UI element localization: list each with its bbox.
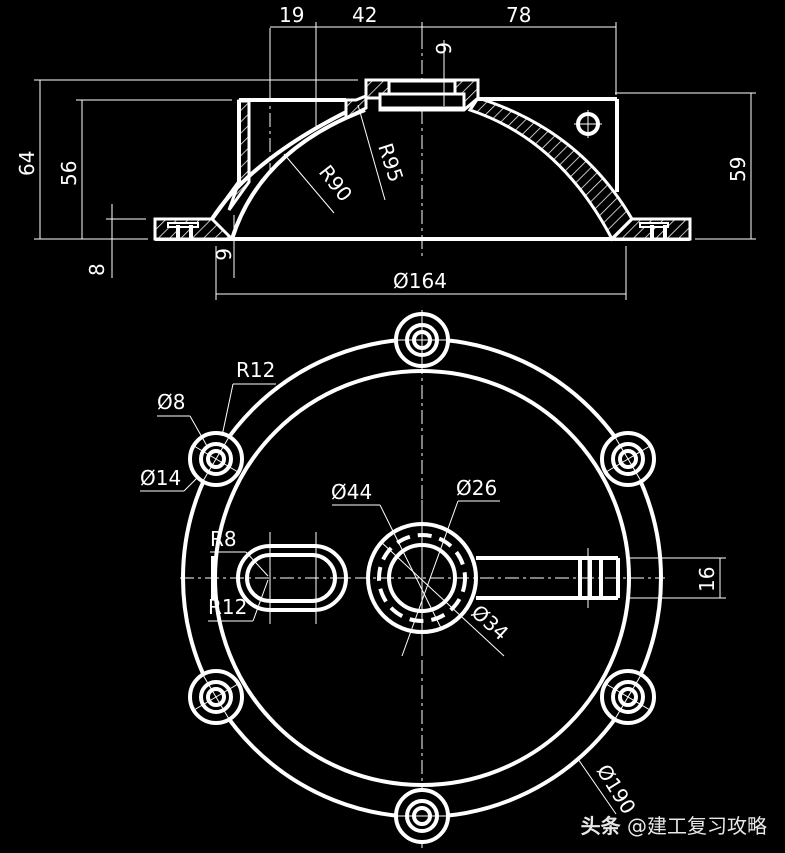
dim-r8: R8 [210, 527, 237, 551]
slot-outer [236, 544, 348, 612]
bolt-boss-top [394, 310, 450, 370]
bolt-boss-bottom [394, 788, 450, 844]
watermark: 头条 @建工复习攻略 [581, 810, 767, 839]
dim-dia-14: Ø14 [140, 466, 181, 490]
dim-56: 56 [57, 161, 81, 186]
dim-r90: R90 [314, 160, 357, 206]
top-view: R12 Ø8 Ø14 R8 R12 Ø44 Ø26 Ø34 16 Ø190 [140, 310, 726, 848]
dim-6-bottom: 6 [211, 248, 235, 261]
dim-42: 42 [352, 3, 377, 27]
dome-shell-right [467, 96, 634, 242]
dim-78: 78 [506, 3, 531, 27]
dome-outer-left [210, 108, 351, 221]
dim-59: 59 [726, 157, 750, 182]
bolt-boss-upper-left [188, 431, 244, 487]
bolt-boss-lower-left [188, 669, 244, 725]
dim-dia-164: Ø164 [393, 269, 447, 293]
watermark-text: @建工复习攻略 [627, 814, 767, 838]
dim-64: 64 [15, 151, 39, 176]
bolt-boss-lower-right [600, 669, 656, 725]
section-view: 19 42 78 6 64 56 8 6 59 Ø164 R95 R90 [15, 3, 756, 300]
dome-inner-left [230, 108, 366, 240]
dim-dia-34: Ø34 [467, 600, 514, 645]
dim-dia-26: Ø26 [456, 476, 497, 500]
dim-16: 16 [695, 567, 719, 592]
dim-r12-boss: R12 [236, 358, 275, 382]
watermark-prefix: 头条 [580, 814, 621, 838]
dim-dia-44: Ø44 [331, 480, 372, 504]
dim-19: 19 [279, 3, 304, 27]
dim-8: 8 [85, 263, 109, 276]
dim-r12-slot: R12 [208, 595, 247, 619]
bolt-boss-upper-right [600, 431, 656, 487]
dim-dia-8: Ø8 [157, 390, 185, 414]
dim-6-top: 6 [431, 42, 455, 55]
slot-inner [245, 553, 337, 603]
